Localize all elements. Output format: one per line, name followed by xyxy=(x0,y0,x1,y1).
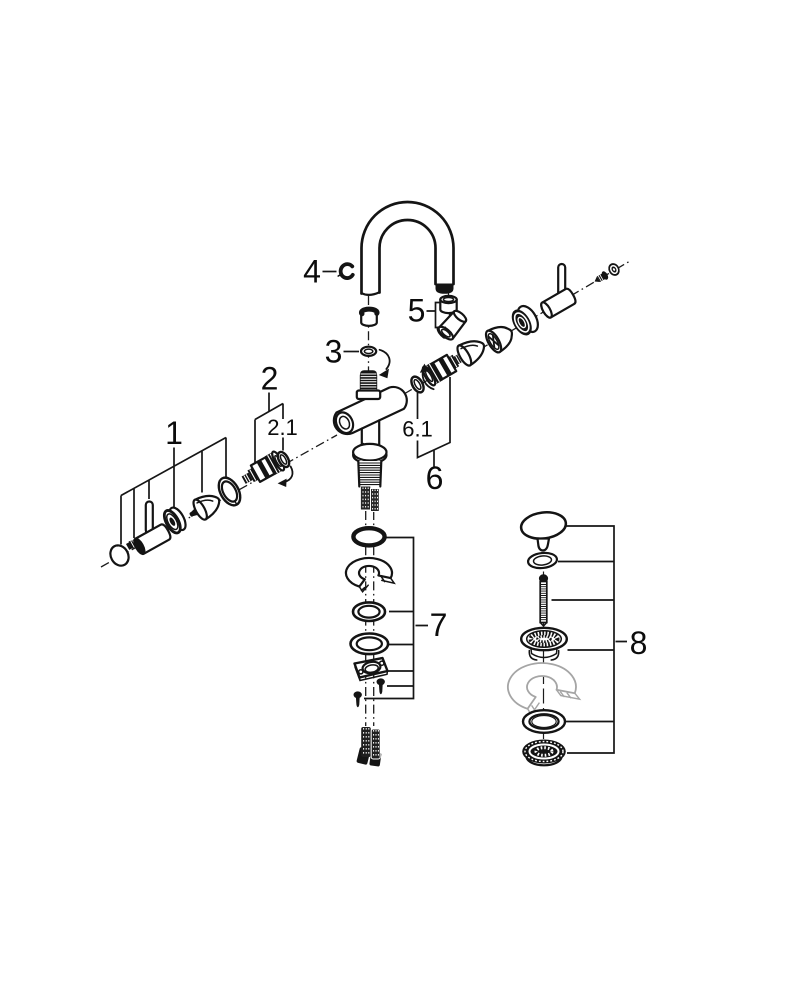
drain-screw-rod xyxy=(538,574,549,628)
callout-2-label: 2 xyxy=(261,361,279,397)
o-ring-large xyxy=(351,526,387,548)
outlet-elbow xyxy=(436,309,468,341)
o-ring-6-1 xyxy=(410,375,425,394)
callout-bracket-2 xyxy=(254,392,284,464)
aerator-assembly xyxy=(436,294,468,341)
callout-4-label: 4 xyxy=(303,254,321,290)
mounting-plate xyxy=(353,656,389,682)
o-ring-2-1 xyxy=(276,450,291,469)
callout-5-label: 5 xyxy=(408,293,426,329)
mounting-hardware-7 xyxy=(344,526,396,767)
drain-stopper xyxy=(519,511,568,540)
spout-bearing xyxy=(359,306,380,327)
fixing-screw-2 xyxy=(353,691,362,708)
rotation-arrow-3 xyxy=(378,348,391,379)
drain-flange xyxy=(520,626,569,661)
handle-lever xyxy=(133,500,172,556)
rotation-arrow-2 xyxy=(277,465,294,487)
handle-socket-disc xyxy=(511,304,539,336)
handle-cap xyxy=(109,544,130,567)
o-ring-3 xyxy=(359,345,378,357)
rotation-arrow-6 xyxy=(419,363,435,391)
handle-screw-right xyxy=(594,271,609,283)
callout-bracket-8 xyxy=(551,525,627,754)
aerator-housing xyxy=(439,294,458,315)
callout-bracket-7 xyxy=(364,536,428,700)
handle-bushing xyxy=(162,506,187,535)
callout-bracket-6 xyxy=(416,377,451,467)
callout-bracket-1 xyxy=(120,436,227,545)
handle-trim-ring xyxy=(217,476,242,507)
handle-assembly-left xyxy=(109,476,242,567)
callout-6-1-label: 6.1 xyxy=(402,417,433,442)
spout xyxy=(360,200,455,296)
callout-6-label: 6 xyxy=(426,460,444,496)
callout-2-1-label: 2.1 xyxy=(267,415,298,440)
handle-lever-right xyxy=(540,262,577,319)
fixing-screw-1 xyxy=(376,678,385,695)
handle-cap-right xyxy=(608,263,620,276)
indicator-cap xyxy=(484,325,514,354)
callout-3-label: 3 xyxy=(325,334,343,370)
handle-cone-cap-right xyxy=(456,340,486,367)
callout-1-label: 1 xyxy=(165,415,183,451)
horseshoe-washer xyxy=(344,556,396,594)
handle-assembly-right xyxy=(456,262,620,367)
drain-assembly-8 xyxy=(507,511,582,767)
stopper-seal-ring xyxy=(526,551,559,570)
handle-cone-cap xyxy=(189,494,221,521)
supply-hoses xyxy=(356,727,382,767)
callout-8-label: 8 xyxy=(630,625,648,661)
drain-seal-ring xyxy=(521,709,567,735)
callout-7-label: 7 xyxy=(430,607,448,643)
drain-locknut xyxy=(522,739,566,767)
spout-retaining-clip xyxy=(337,262,355,280)
faucet-body xyxy=(332,370,408,512)
